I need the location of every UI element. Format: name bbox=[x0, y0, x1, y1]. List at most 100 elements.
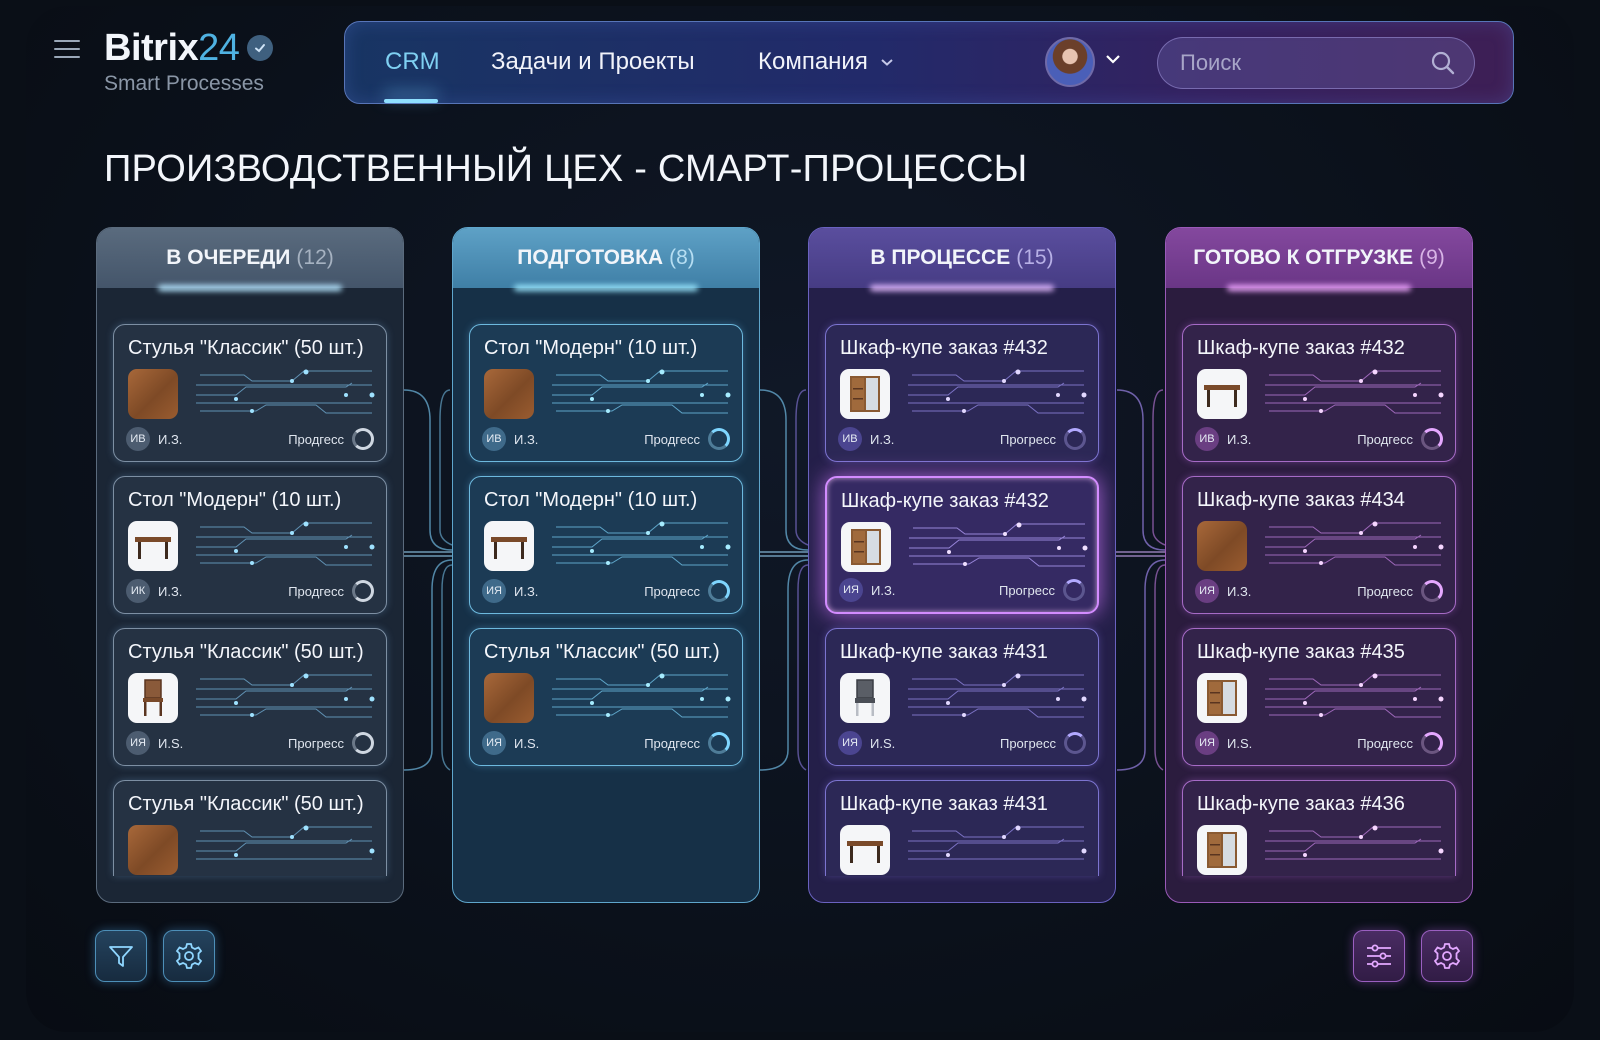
progress-ring-icon bbox=[1064, 732, 1086, 754]
circuit-decoration bbox=[552, 369, 731, 414]
circuit-decoration bbox=[908, 369, 1087, 414]
circuit-decoration bbox=[196, 521, 375, 566]
kanban-card[interactable]: Шкаф-купе заказ #435 ИЯ И.S. Продгесс bbox=[1182, 628, 1456, 766]
kanban-card[interactable]: Стол "Модерн" (10 шт.) ИВ И.З. Продгесс bbox=[469, 324, 743, 462]
chevron-down-icon bbox=[881, 59, 893, 66]
assignee-avatar: ИЯ bbox=[126, 731, 150, 755]
progress-label: Продгесс bbox=[644, 431, 700, 447]
card-title: Шкаф-купе заказ #432 bbox=[841, 490, 1049, 512]
active-tab-indicator bbox=[384, 99, 438, 103]
table-thumbnail bbox=[128, 521, 178, 571]
wood-sample-thumbnail bbox=[128, 825, 178, 875]
settings-button-right[interactable] bbox=[1421, 930, 1473, 982]
progress-label: Продгесс bbox=[1357, 583, 1413, 599]
sliders-icon bbox=[1367, 944, 1391, 968]
kanban-card[interactable]: Шкаф-купе заказ #431 bbox=[825, 780, 1099, 876]
chair-thumbnail bbox=[840, 673, 890, 723]
card-title: Шкаф-купе заказ #431 bbox=[840, 641, 1048, 663]
search-input[interactable] bbox=[1180, 48, 1420, 78]
assignee-name: И.З. bbox=[158, 431, 183, 447]
gear-icon bbox=[175, 943, 203, 969]
kanban-column-preparation: ПОДГОТОВКА (8) Стол "Модерн" (10 шт.) ИВ… bbox=[452, 227, 760, 903]
progress-ring-icon bbox=[708, 428, 730, 450]
column-title: ГОТОВО К ОТГРУЗКЕ bbox=[1193, 246, 1414, 269]
verified-check-icon bbox=[247, 35, 274, 61]
assignee-avatar: ИВ bbox=[838, 427, 862, 451]
column-header[interactable]: ГОТОВО К ОТГРУЗКЕ (9) bbox=[1166, 228, 1472, 288]
kanban-card[interactable]: Стулья "Классик" (50 шт.) bbox=[113, 780, 387, 876]
table-thumbnail bbox=[1197, 369, 1247, 419]
settings-button-left[interactable] bbox=[163, 930, 215, 982]
circuit-decoration bbox=[909, 522, 1088, 567]
kanban-card[interactable]: Шкаф-купе заказ #432 ИВ И.З. Продгесс bbox=[1182, 324, 1456, 462]
progress-ring-icon bbox=[708, 732, 730, 754]
kanban-card[interactable]: Шкаф-купе заказ #432 ИВ И.З. Прогресс bbox=[825, 324, 1099, 462]
kanban-card[interactable]: Шкаф-купе заказ #436 bbox=[1182, 780, 1456, 876]
assignee-name: И.З. bbox=[1227, 583, 1252, 599]
kanban-card[interactable]: Стулья "Классик" (50 шт.) ИЯ И.S. Прогре… bbox=[113, 628, 387, 766]
column-title: В ПРОЦЕССЕ bbox=[870, 246, 1011, 269]
assignee-avatar: ИЯ bbox=[1195, 731, 1219, 755]
nav-tab-company[interactable]: Компания bbox=[758, 48, 894, 76]
kanban-card-selected[interactable]: Шкаф-купе заказ #432 ИЯ И.З. Прогресс bbox=[825, 476, 1099, 614]
circuit-decoration bbox=[1265, 521, 1444, 566]
progress-ring-icon bbox=[352, 428, 374, 450]
assignee-avatar: ИЯ bbox=[482, 579, 506, 603]
progress-label: Прогресс bbox=[999, 735, 1056, 751]
wood-sample-thumbnail bbox=[1197, 521, 1247, 571]
filter-button[interactable] bbox=[95, 930, 147, 982]
wardrobe-thumbnail bbox=[1197, 673, 1247, 723]
brand-name: Bitrix bbox=[104, 27, 199, 69]
assignee-name: И.З. bbox=[870, 431, 895, 447]
assignee-avatar: ИК bbox=[126, 579, 150, 603]
progress-ring-icon bbox=[352, 732, 374, 754]
circuit-decoration bbox=[908, 673, 1087, 718]
top-navbar: CRM Задачи и Проекты Компания bbox=[344, 21, 1514, 104]
card-title: Стулья "Классик" (50 шт.) bbox=[128, 793, 364, 815]
kanban-card[interactable]: Стулья "Классик" (50 шт.) ИЯ И.S. Продге… bbox=[469, 628, 743, 766]
user-avatar[interactable] bbox=[1045, 37, 1095, 87]
progress-ring-icon bbox=[1421, 428, 1443, 450]
card-title: Шкаф-купе заказ #434 bbox=[1197, 489, 1405, 511]
search-icon[interactable] bbox=[1430, 50, 1456, 81]
menu-line bbox=[54, 40, 80, 42]
hamburger-menu-button[interactable] bbox=[54, 40, 80, 60]
card-title: Шкаф-купе заказ #432 bbox=[1197, 337, 1405, 359]
assignee-avatar: ИЯ bbox=[838, 731, 862, 755]
nav-tab-company-label: Компания bbox=[758, 48, 868, 75]
search-box bbox=[1157, 37, 1475, 89]
kanban-card[interactable]: Стол "Модерн" (10 шт.) ИК И.З. Продгесс bbox=[113, 476, 387, 614]
circuit-decoration bbox=[908, 825, 1087, 860]
nav-tab-crm[interactable]: CRM bbox=[385, 48, 440, 75]
assignee-avatar: ИВ bbox=[126, 427, 150, 451]
chair-thumbnail bbox=[128, 673, 178, 723]
kanban-card[interactable]: Стулья "Классик" (50 шт.) ИВ И.З. Продге… bbox=[113, 324, 387, 462]
assignee-name: И.S. bbox=[1227, 735, 1253, 751]
progress-label: Прогресс bbox=[998, 582, 1055, 598]
column-header[interactable]: В ПРОЦЕССЕ (15) bbox=[809, 228, 1115, 288]
assignee-avatar: ИЯ bbox=[839, 578, 863, 602]
column-header[interactable]: ПОДГОТОВКА (8) bbox=[453, 228, 759, 288]
kanban-card[interactable]: Шкаф-купе заказ #431 ИЯ И.S. Прогресс bbox=[825, 628, 1099, 766]
menu-line bbox=[54, 56, 80, 58]
wood-sample-thumbnail bbox=[484, 673, 534, 723]
kanban-card[interactable]: Шкаф-купе заказ #434 ИЯ И.З. Продгесс bbox=[1182, 476, 1456, 614]
column-header[interactable]: В ОЧЕРЕДИ (12) bbox=[97, 228, 403, 288]
circuit-decoration bbox=[552, 521, 731, 566]
assignee-avatar: ИВ bbox=[1195, 427, 1219, 451]
progress-ring-icon bbox=[1421, 732, 1443, 754]
assignee-name: И.З. bbox=[514, 431, 539, 447]
progress-label: Продгесс bbox=[644, 583, 700, 599]
view-settings-button[interactable] bbox=[1353, 930, 1405, 982]
card-title: Шкаф-купе заказ #432 bbox=[840, 337, 1048, 359]
card-title: Шкаф-купе заказ #431 bbox=[840, 793, 1048, 815]
page-title: ПРОИЗВОДСТВЕННЫЙ ЦЕХ - СМАРТ-ПРОЦЕССЫ bbox=[104, 148, 1028, 190]
kanban-card[interactable]: Стол "Модерн" (10 шт.) ИЯ И.З. Продгесс bbox=[469, 476, 743, 614]
progress-ring-icon bbox=[1421, 580, 1443, 602]
column-count: (12) bbox=[296, 246, 334, 269]
column-count: (15) bbox=[1016, 246, 1054, 269]
user-menu-chevron-icon[interactable] bbox=[1105, 52, 1121, 70]
nav-tab-tasks-projects[interactable]: Задачи и Проекты bbox=[491, 48, 695, 75]
assignee-avatar: ИВ bbox=[482, 427, 506, 451]
